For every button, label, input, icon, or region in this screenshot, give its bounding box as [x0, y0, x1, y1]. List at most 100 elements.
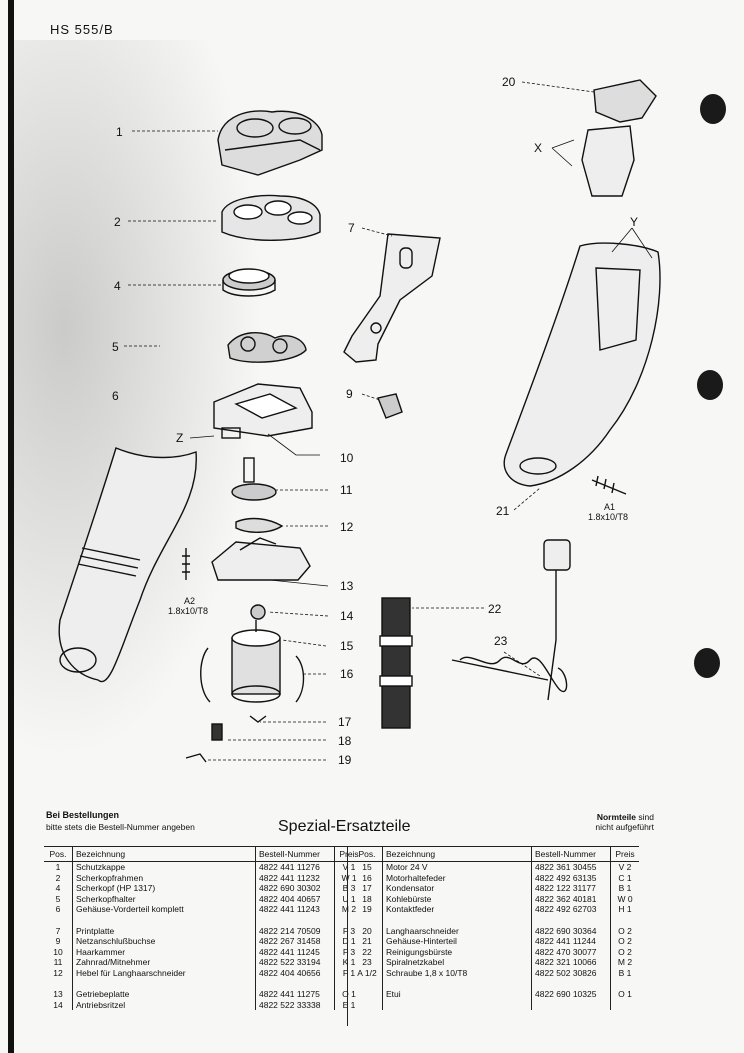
callout-21: 21 — [496, 504, 510, 518]
cell-price — [610, 999, 639, 1011]
callout-11: 11 — [340, 483, 353, 497]
cell-pos: 23 — [362, 957, 372, 968]
cell-pos — [352, 1000, 383, 1011]
cell-price — [334, 978, 363, 990]
screw-a1 — [591, 475, 627, 495]
cell-price: H 1 — [610, 904, 639, 915]
cell-description — [72, 914, 256, 926]
cell-price: W 1 — [334, 872, 363, 884]
cell-order-number: 4822 267 31458 — [255, 936, 335, 947]
order-note-text: bitte stets die Bestell-Nummer angeben — [46, 822, 195, 832]
cell-price: K 1 — [334, 957, 363, 968]
callout-5: 5 — [112, 340, 119, 354]
cell-order-number: 4822 362 40181 — [531, 893, 611, 905]
table-row — [352, 999, 639, 1011]
callout-y: Y — [630, 215, 638, 229]
cell-description: Etui — [382, 989, 532, 1000]
callout-z: Z — [176, 431, 183, 445]
part-14-pinion — [250, 604, 266, 620]
cell-order-number: 4822 522 33338 — [255, 999, 335, 1011]
callout-20: 20 — [502, 75, 516, 89]
cell-pos — [352, 979, 383, 990]
callout-16: 16 — [340, 667, 354, 681]
callout-7: 7 — [348, 221, 355, 235]
cell-price: B 1 — [610, 883, 639, 894]
callout-23: 23 — [494, 634, 508, 648]
cell-description: Spiralnetzkabel — [382, 957, 532, 968]
cell-description: Schraube 1,8 x 10/T8 — [382, 967, 532, 979]
callout-a1-size: 1.8x10/T8 — [588, 512, 628, 522]
cell-price: O 2 — [610, 946, 639, 958]
cell-description: Getriebeplatte — [72, 989, 256, 1000]
cell-price: E 1 — [334, 999, 363, 1011]
table-row — [44, 978, 363, 990]
cell-order-number: 4822 404 40656 — [255, 967, 335, 979]
cell-description: Hebel für Langhaarschneider — [72, 967, 256, 979]
cell-order-number: 4822 441 11276 — [255, 861, 335, 873]
cell-order-number: 4822 441 11245 — [255, 946, 335, 958]
callout-17: 17 — [338, 715, 352, 729]
col-description: Bezeichnung — [72, 846, 256, 862]
callout-1: 1 — [116, 125, 123, 139]
part-4-shaving-head — [222, 268, 276, 297]
cell-description: Motorhaltefeder — [382, 872, 532, 884]
cell-description: Kondensator — [382, 883, 532, 894]
cell-description: Zahnrad/Mitnehmer — [72, 957, 256, 968]
standard-parts-note: Normteile sind nicht aufgeführt — [588, 812, 654, 832]
cell-order-number: 4822 470 30077 — [531, 946, 611, 958]
cell-price: U 1 — [334, 893, 363, 905]
part-16-spring-right — [295, 655, 305, 703]
cell-order-number — [531, 999, 611, 1011]
cell-pos: 10 — [53, 946, 63, 957]
callout-a2: A2 — [184, 596, 195, 606]
cell-price: M 2 — [610, 957, 639, 968]
part-20-trimmer — [581, 79, 657, 197]
parts-list-title: Spezial-Ersatzteile — [278, 818, 411, 835]
cell-price: F 3 — [334, 946, 363, 958]
col-price: Preis — [610, 846, 639, 862]
cell-order-number: 4822 690 10325 — [531, 989, 611, 1000]
cell-description — [382, 914, 532, 926]
part-19-contact-spring — [185, 753, 207, 763]
cell-price: O 1 — [334, 989, 363, 1000]
col-order-number: Bestell-Nummer — [531, 846, 611, 862]
cell-order-number: 4822 214 70509 — [255, 925, 335, 937]
callout-18: 18 — [338, 734, 352, 748]
cell-order-number: 4822 122 31177 — [531, 883, 611, 894]
cell-price: O 2 — [610, 925, 639, 937]
cell-pos: 20 — [362, 925, 372, 936]
cell-description: Reinigungsbürste — [382, 946, 532, 958]
cell-description: Motor 24 V — [382, 861, 532, 873]
cell-pos: 7 — [55, 925, 61, 936]
cell-pos: 1 — [55, 862, 61, 872]
callout-10: 10 — [340, 451, 354, 465]
part-16-spring-left — [200, 647, 211, 703]
standard-parts-rest: sind — [638, 812, 654, 822]
cell-price: V 2 — [610, 861, 639, 873]
part-18-carbon-brush — [211, 723, 223, 741]
cell-pos: 13 — [53, 989, 63, 1000]
cell-order-number: 4822 441 11243 — [255, 904, 335, 915]
part-17-capacitor — [249, 715, 267, 723]
cell-order-number — [531, 978, 611, 990]
cell-pos: 18 — [362, 893, 372, 904]
cell-order-number: 4822 522 33194 — [255, 957, 335, 968]
callout-14: 14 — [340, 609, 354, 623]
cell-order-number — [531, 914, 611, 926]
cell-price — [334, 914, 363, 926]
col-description: Bezeichnung — [382, 846, 532, 862]
cell-price: O 1 — [610, 989, 639, 1000]
cell-description — [382, 978, 532, 990]
cell-price: F 3 — [334, 925, 363, 937]
cell-price: W 0 — [610, 893, 639, 905]
punch-hole-bottom — [694, 648, 720, 678]
order-note-title: Bei Bestellungen — [46, 810, 120, 820]
part-15-motor — [231, 620, 281, 703]
